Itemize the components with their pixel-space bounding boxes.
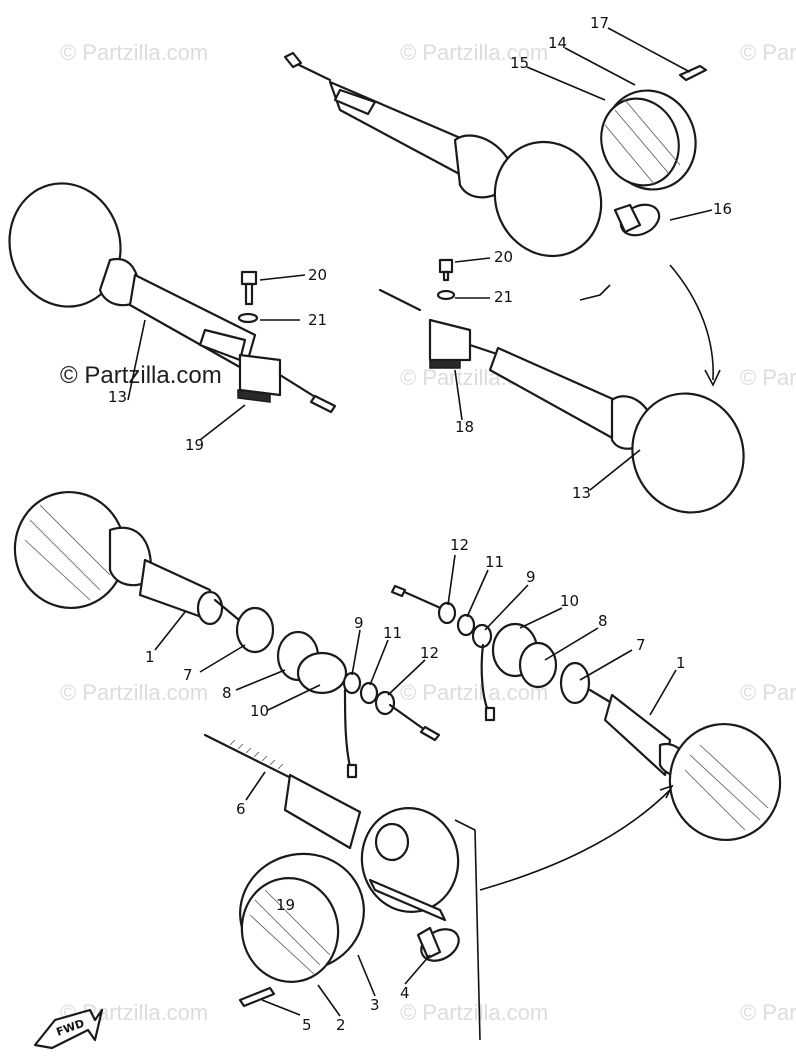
fwd-arrow: FWD	[33, 1008, 104, 1050]
watermark-prominent: © Partzilla.com	[60, 362, 222, 389]
callout-19-lens: 19	[276, 896, 295, 914]
callout-10-right[interactable]: 10	[560, 592, 579, 610]
callout-1-right[interactable]: 1	[676, 654, 686, 672]
callout-17[interactable]: 17	[590, 14, 609, 32]
callout-7-right[interactable]: 7	[636, 636, 646, 654]
callout-20-right[interactable]: 20	[494, 248, 513, 266]
callout-16[interactable]: 16	[713, 200, 732, 218]
watermark: © Partzilla.com	[740, 680, 796, 705]
callout-12-left[interactable]: 12	[420, 644, 439, 662]
callout-4[interactable]: 4	[400, 984, 410, 1002]
callout-7-left[interactable]: 7	[183, 666, 193, 684]
callout-20-left[interactable]: 20	[308, 266, 327, 284]
turn-signal-front-left[interactable]	[6, 483, 441, 779]
callouts: 17 14 15 16 20 21 20 21 18 19 13 13 1 7 …	[108, 14, 732, 1034]
callout-18[interactable]: 18	[455, 418, 474, 436]
watermark: © Partzilla.com	[400, 680, 548, 705]
watermark: © Partzilla.com	[60, 40, 208, 65]
callout-21-left[interactable]: 21	[308, 311, 327, 329]
watermark: © Partzilla.com	[740, 1000, 796, 1025]
callout-3[interactable]: 3	[370, 996, 380, 1014]
callout-11-right[interactable]: 11	[485, 553, 504, 571]
watermark: © Partzilla.com	[60, 680, 208, 705]
watermark: © Partzilla.com	[400, 1000, 548, 1025]
callout-9-left[interactable]: 9	[354, 614, 364, 632]
turn-signal-assembly-exploded[interactable]	[203, 733, 466, 1008]
callout-21-right[interactable]: 21	[494, 288, 513, 306]
turn-signal-rear-left[interactable]	[0, 171, 337, 414]
turn-signal-front-right[interactable]	[390, 584, 789, 849]
callout-9-right[interactable]: 9	[526, 568, 536, 586]
callout-13[interactable]: 13	[572, 484, 591, 502]
callout-10-left[interactable]: 10	[250, 702, 269, 720]
callout-2[interactable]: 2	[336, 1016, 346, 1034]
watermark: © Partzilla.com	[400, 40, 548, 65]
callout-14[interactable]: 14	[548, 34, 567, 52]
watermark: © Partzilla.com	[740, 40, 796, 65]
callout-15[interactable]: 15	[510, 54, 529, 72]
callout-1-left[interactable]: 1	[145, 648, 155, 666]
callout-8-left[interactable]: 8	[222, 684, 232, 702]
callout-5[interactable]: 5	[302, 1016, 312, 1034]
watermark: © Partzilla.com	[740, 365, 796, 390]
callout-13-left[interactable]: 13	[108, 388, 127, 406]
turn-signal-upper-right[interactable]	[283, 51, 709, 274]
callout-19[interactable]: 19	[185, 436, 204, 454]
leader-lines	[127, 27, 713, 1017]
callout-8-right[interactable]: 8	[598, 612, 608, 630]
connector-lines	[454, 264, 721, 1041]
turn-signal-rear-right[interactable]	[378, 258, 760, 528]
callout-11-left[interactable]: 11	[383, 624, 402, 642]
callout-12-right[interactable]: 12	[450, 536, 469, 554]
callout-6[interactable]: 6	[236, 800, 246, 818]
